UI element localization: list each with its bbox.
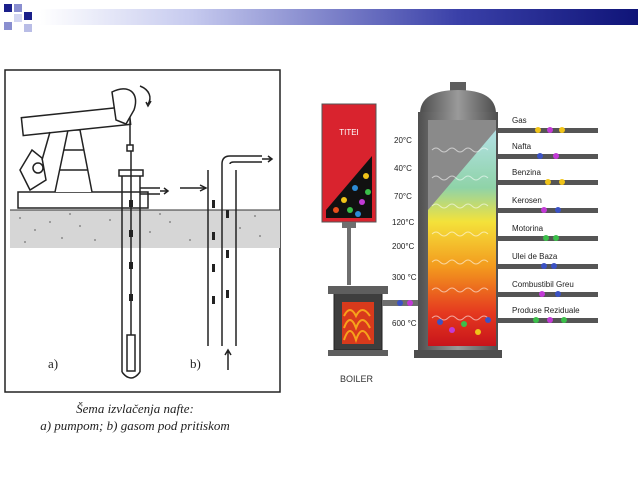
ground-speckle [19,213,261,243]
product-label: Nafta [512,142,532,151]
temp-label: 70°C [394,192,412,201]
header-square [4,22,12,30]
temperature-labels: 20°C 40°C 70°C 120°C 200°C 300 °C 600 °C [392,136,417,328]
boiler-label: BOILER [340,374,374,384]
boiler-top [328,286,388,294]
header-square [14,14,22,22]
product-label: Produse Reziduale [512,306,580,315]
column-dome [420,90,496,114]
product-label: Combustibil Greu [512,280,574,289]
temp-label: 40°C [394,164,412,173]
figure-caption-line2: a) pumpom; b) gasom pod pritiskom [40,418,230,433]
oil-extraction-diagram: a) b) [4,69,281,393]
boiler-base [328,350,388,356]
header-square [24,24,32,32]
product-label: Benzina [512,168,541,177]
header-square [4,4,12,12]
temp-label: 120°C [392,218,415,227]
product-particles [533,127,567,323]
temp-label: 200°C [392,242,415,251]
product-label: Ulei de Baza [512,252,558,261]
feed-pipe [347,228,351,285]
temp-label: 600 °C [392,319,417,328]
temp-label: 20°C [394,136,412,145]
column-trays [431,147,489,321]
pumpjack [17,85,152,209]
hot-feed-particles [397,300,413,306]
boiler-flames [343,309,371,344]
figure-caption-line1: Šema izvlačenja nafte: [76,401,194,416]
label-a: a) [48,356,58,371]
column-cap [450,82,466,92]
tank-base [342,222,356,228]
ground-layer [10,210,280,248]
header-decoration [4,4,638,32]
product-label: Kerosen [512,196,542,205]
well-b [180,155,274,370]
header-square [24,12,32,20]
well-a [118,151,170,379]
column-foot [414,350,502,358]
column-bottom-particles [437,317,491,335]
label-b: b) [190,356,201,371]
header-gradient-bar [40,9,638,25]
tank-label: TITEI [339,128,359,137]
header-square [14,4,22,12]
product-label: Gas [512,116,527,125]
product-labels: Gas Nafta Benzina Kerosen Motorina Ulei … [512,116,580,315]
column-shade [428,120,496,210]
well-a-flow-marks [129,200,133,301]
distillation-diagram: TITEI BOILER [321,82,598,384]
temp-label: 300 °C [392,273,417,282]
product-label: Motorina [512,224,544,233]
tank-particles [333,173,371,217]
well-b-flow-marks [212,200,229,304]
